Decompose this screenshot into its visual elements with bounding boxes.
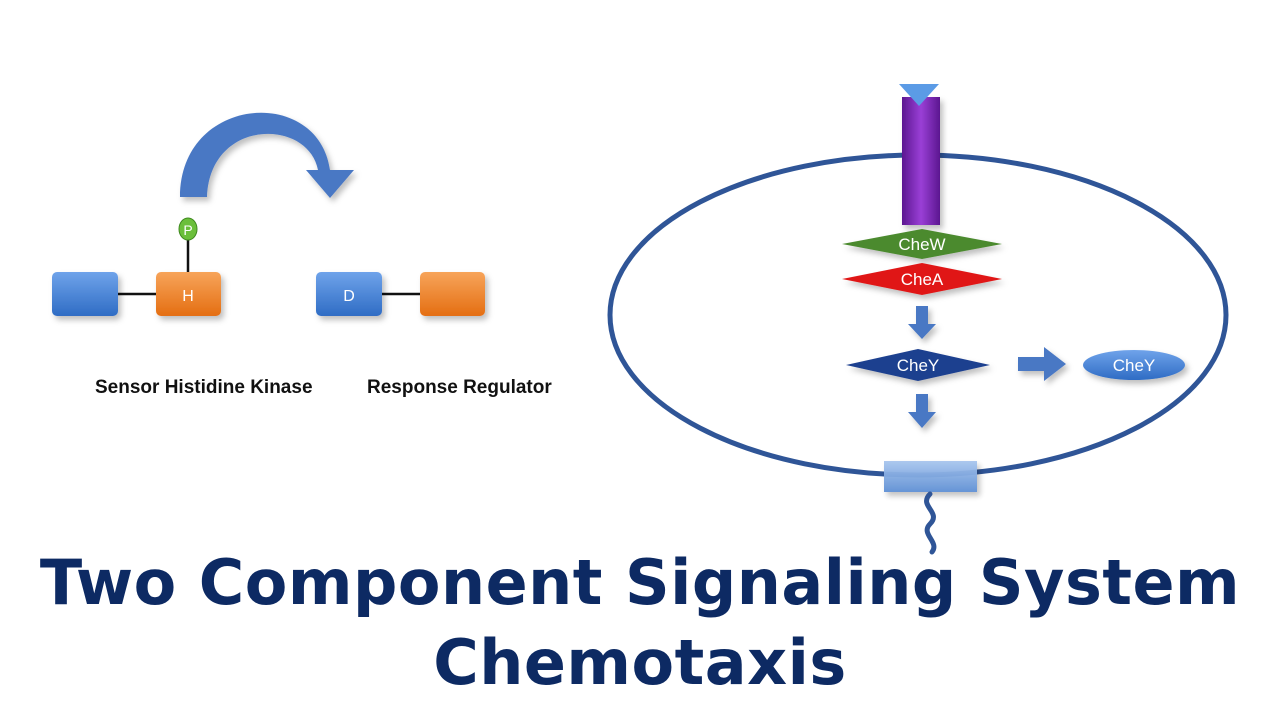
chew-label: CheW bbox=[898, 235, 945, 254]
phosphotransfer-arrow bbox=[180, 112, 354, 198]
arrow-right-icon bbox=[1018, 347, 1066, 381]
chey-phosphorylated-label: CheY bbox=[1113, 356, 1156, 375]
page-subtitle: Chemotaxis bbox=[433, 626, 847, 699]
receiver-domain bbox=[316, 272, 382, 316]
output-domain bbox=[420, 272, 485, 316]
ligand-icon bbox=[899, 84, 939, 106]
arrow-down-icon bbox=[908, 394, 936, 428]
chea-protein bbox=[842, 263, 1002, 295]
histidine-domain bbox=[156, 272, 221, 316]
chew-protein bbox=[842, 229, 1002, 259]
chea-label: CheA bbox=[901, 270, 944, 289]
sensor-histidine-kinase-label: Sensor Histidine Kinase bbox=[95, 377, 313, 398]
arrow-down-icon bbox=[908, 306, 936, 339]
flagellum bbox=[924, 491, 937, 555]
flagellar-motor bbox=[884, 461, 977, 492]
aspartate-label: D bbox=[343, 288, 355, 305]
phosphate-label: P bbox=[183, 222, 192, 238]
page-title: Two Component Signaling System bbox=[39, 546, 1241, 619]
histidine-label: H bbox=[182, 288, 194, 305]
chey-protein bbox=[846, 349, 990, 381]
chey-phosphorylated bbox=[1083, 350, 1185, 380]
sensor-input-domain bbox=[52, 272, 118, 316]
response-regulator-label: Response Regulator bbox=[367, 377, 552, 398]
chey-label: CheY bbox=[897, 356, 940, 375]
chemoreceptor bbox=[902, 97, 940, 225]
phosphate-icon bbox=[178, 217, 198, 241]
